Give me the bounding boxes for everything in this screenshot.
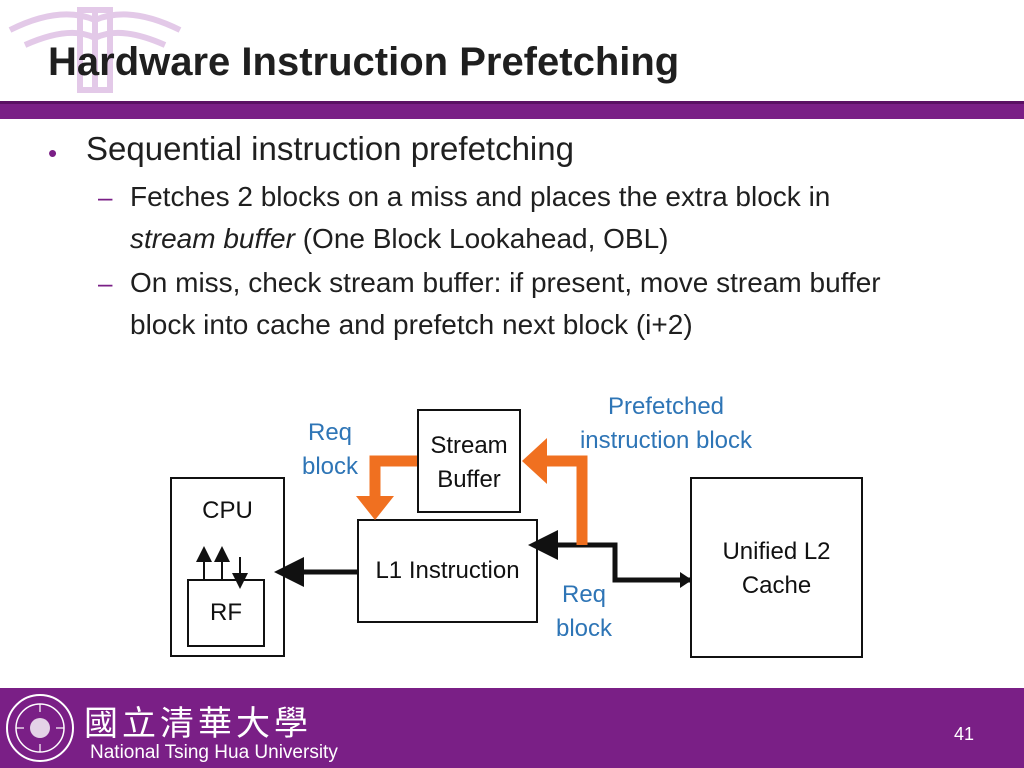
l2-label-2: Cache <box>741 572 812 599</box>
university-name-chinese: 國立清華大學 <box>84 704 312 744</box>
bullet-main: Sequential instruction prefetching <box>86 130 574 167</box>
bullet-dot-icon: • <box>48 138 58 168</box>
dash-icon: – <box>98 268 113 298</box>
sub-bullet-2-line-2: block into cache and prefetch next block… <box>130 309 693 340</box>
prefetched-line-1: Prefetched <box>607 393 725 420</box>
prefetched-line-2: instruction block <box>579 427 753 454</box>
title-divider-edge <box>0 101 1024 104</box>
req-block-bottom-label: Req block <box>552 578 616 646</box>
sub-bullet-2-line-1: On miss, check stream buffer: if present… <box>130 267 881 298</box>
stream-buffer-label-2: Buffer <box>437 466 501 493</box>
req-block-bottom-line-2: block <box>555 615 613 642</box>
dash-icon: – <box>98 182 113 212</box>
university-seal-icon <box>6 694 74 762</box>
l2-to-stream-orange-arrow <box>545 455 588 545</box>
req-block-bottom-line-1: Req <box>561 581 607 608</box>
sub-bullet-1-line-2: stream buffer (One Block Lookahead, OBL) <box>130 218 669 260</box>
l1-instruction-label: L1 Instruction <box>375 557 520 584</box>
stream-buffer-box: Stream Buffer <box>417 409 521 513</box>
stream-buffer-label-1: Stream <box>430 432 508 459</box>
title-divider-bar <box>0 101 1024 119</box>
page-number: 41 <box>954 724 975 744</box>
footer-bar <box>0 688 1024 768</box>
prefetched-block-label: Prefetched instruction block <box>566 390 766 458</box>
rf-box: RF <box>187 579 265 647</box>
req-block-top-line-1: Req <box>307 419 353 446</box>
slide-title: Hardware Instruction Prefetching <box>48 40 680 84</box>
l2-l1-arrow <box>528 530 690 583</box>
req-block-top-line-2: block <box>301 453 359 480</box>
unified-l2-cache-box: Unified L2 Cache <box>690 477 863 658</box>
l2-label-1: Unified L2 <box>722 538 831 565</box>
university-logo-watermark <box>8 7 182 93</box>
stream-buffer-emphasis: stream buffer <box>130 223 295 254</box>
l1-instruction-box: L1 Instruction <box>357 519 538 623</box>
cpu-label: CPU <box>202 497 253 524</box>
sub-bullet-1-line-2-rest: (One Block Lookahead, OBL) <box>294 223 669 254</box>
stream-to-l1-orange-arrow <box>369 455 417 500</box>
university-name-english: National Tsing Hua University <box>90 742 338 763</box>
rf-label: RF <box>210 599 242 626</box>
stream-to-l1-orange-head <box>356 496 394 520</box>
sub-bullet-1-line-1: Fetches 2 blocks on a miss and places th… <box>130 181 831 212</box>
l2-to-stream-orange-head <box>522 438 547 484</box>
req-block-top-label: Req block <box>300 416 360 484</box>
